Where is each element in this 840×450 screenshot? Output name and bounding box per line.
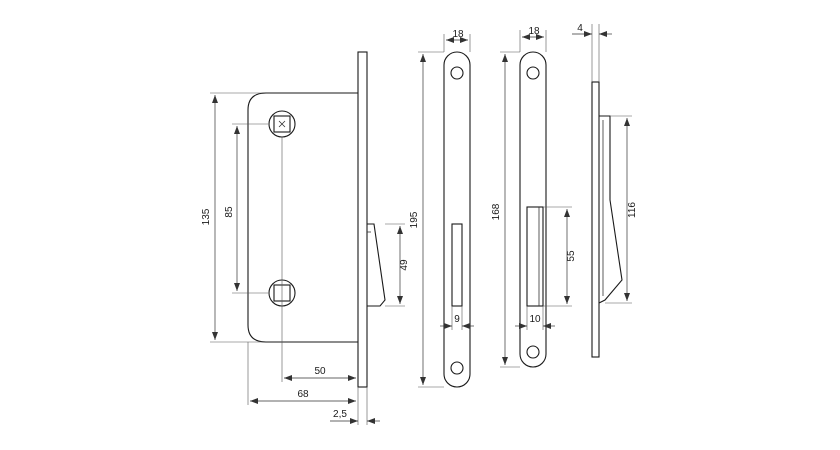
dim-label-strike-opening-height: 55 [566,250,577,262]
strike-opening [526,206,544,307]
side-profile-view: 4 116 [572,23,638,358]
dim-label-latch-height: 49 [399,259,410,271]
dim-label-backset: 50 [314,366,326,377]
dim-label-faceplate-width: 18 [452,29,464,40]
latch-bolt [367,223,386,307]
spindle-square [273,115,291,133]
dim-label-side-height: 116 [627,202,638,218]
dim-label-faceplate-thickness: 2,5 [333,409,347,420]
faceplate-front-view: 18 195 9 [409,29,474,388]
strike-screw-hole-bottom [526,345,540,359]
side-latch-profile [598,115,623,304]
strike-plate-outline [519,51,547,368]
dim-label-side-thickness: 4 [577,23,583,34]
side-faceplate-profile [591,81,600,358]
strike-screw-hole-top [526,66,540,80]
lock-case-outline [247,92,358,343]
dim-label-lock-height: 135 [201,208,212,225]
dim-label-case-depth: 68 [297,389,309,400]
dim-label-latch-slot-width: 9 [454,314,460,325]
faceplate-screw-hole-bottom [450,361,464,375]
dim-label-spindle-to-cylinder: 85 [224,206,235,218]
faceplate-outline [443,51,471,388]
dim-label-strike-length: 168 [491,203,502,220]
lock-body-view: 135 85 50 68 2,5 49 [201,51,410,425]
strike-plate-view: 18 168 55 10 [491,26,577,368]
dim-label-strike-opening-width: 10 [529,314,541,325]
lock-faceplate [357,51,368,388]
dim-label-strike-width: 18 [528,26,540,37]
faceplate-screw-hole-top [450,66,464,80]
latch-slot [451,223,463,307]
dim-label-faceplate-length: 195 [409,211,420,228]
